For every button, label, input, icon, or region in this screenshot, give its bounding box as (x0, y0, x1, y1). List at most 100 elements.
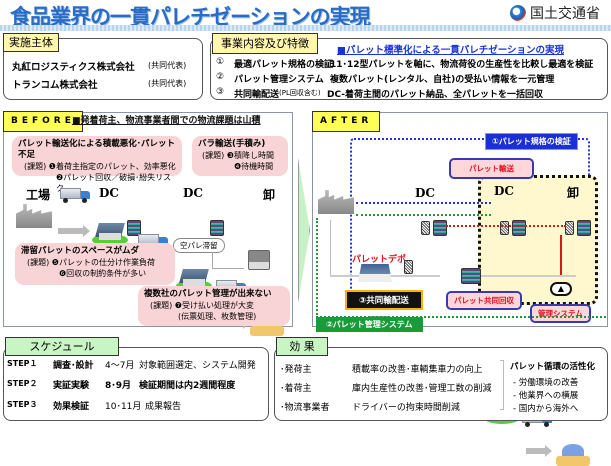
before-tag: BEFORE (3, 111, 83, 132)
wholesaler-warehouse-icon (556, 444, 590, 466)
connector-line (212, 252, 213, 268)
issue-title: 滞留パレットのスペースがムダ (21, 246, 139, 256)
flow-arrow (58, 225, 90, 237)
ministry-name: 国土交通省 (530, 6, 600, 22)
pallet-transport-tag: パレット輸送 (449, 158, 534, 179)
company-role: (共同代表) (148, 61, 187, 70)
yellow-zone (478, 175, 598, 305)
qr-scanner-icon (421, 221, 430, 235)
step-period: 10･11月 (105, 402, 142, 412)
issue-line: ❹待機時間 (234, 162, 274, 171)
effects-summary-item: - 国内から海外へ (513, 404, 579, 414)
step-period: 4～7月 (105, 361, 135, 371)
step-desc: 対象範囲選定、システム開発 (139, 361, 256, 371)
red-dotted-info-flow (446, 225, 566, 227)
business-item: ② パレット管理システム 複数パレット(レンタル、自社)の受払い情報を一元管理 (216, 72, 554, 85)
business-headline: ■パレット標準化による一貫パレチゼーションの実現 (337, 45, 565, 56)
node-label-factory: 工場 (26, 188, 51, 202)
after-tag: AFTER (312, 111, 381, 132)
qr-scanner-icon (404, 260, 413, 274)
issue-title: パレット輸送化による積載悪化･パレット不足 (18, 139, 175, 160)
step-phase: 効果検証 (53, 402, 90, 412)
issue-line: (課題) ❸積降し時間 (202, 151, 274, 160)
ministry-logo: 国土交通省 (510, 3, 600, 23)
item-name: 共同輸配送 (234, 90, 280, 100)
node-label-dc: DC (183, 186, 203, 200)
green-dotted-boundary (316, 218, 606, 318)
before-headline: ■発着荷主、物流事業者間での物流課題は山積 (72, 116, 261, 126)
schedule-panel (3, 347, 269, 421)
issue-title: バラ輸送(手積み) (198, 139, 266, 149)
qr-scanner-icon (500, 221, 509, 235)
issue-bubble: バラ輸送(手積み) (課題) ❸積降し時間 ❹待機時間 (192, 136, 288, 176)
effect-stakeholder: ･発荷主 (280, 365, 312, 375)
pallet-truck-icon (461, 268, 481, 284)
issue-line: (課題) ❺パレットの仕分け作業負荷 (27, 258, 155, 267)
step-period: 8･9月 (105, 381, 132, 391)
empty-pallet-cloud: 空パレ滞留 (173, 238, 225, 253)
flow-arrow (526, 445, 552, 457)
effect-benefit: 庫内生産性の改善･管理工数の削減 (352, 384, 492, 394)
item-desc: 複数パレット(レンタル、自社)の受払い情報を一元管理 (330, 75, 555, 85)
item-desc: DC-着荷主間のパレット納品、全パレットを一括回収 (327, 90, 544, 100)
issue-line: ❻回収の制約条件が多い (59, 269, 147, 278)
issue-bubble: 複数社のパレット管理が出来ない (課題) ❼受け払い処理が大変 (伝票処理、枚数… (138, 286, 290, 326)
pallet-stack-icon (577, 220, 591, 236)
standard-verification-tag: ①パレット規格の検証 (485, 133, 578, 150)
node-label-dc: DC (99, 186, 119, 200)
item-desc: 11･12型パレットを軸に、物流荷役の生産性を比較し最適を検証 (330, 60, 594, 70)
effects-summary-title: パレット循環の活性化 (510, 362, 596, 372)
business-item: ③ 共同輸配送 (PL回収含む) DC-着荷主間のパレット納品、全パレットを一括… (216, 87, 543, 100)
effects-panel (274, 347, 608, 421)
red-info-line (560, 235, 562, 275)
effects-bracket (500, 360, 504, 410)
pallet-depot-icon (358, 264, 392, 282)
blue-dotted-flow (356, 202, 491, 204)
gray-return-line (476, 275, 576, 277)
effect-item: ･着荷主 庫内生産性の改善･管理工数の削減 (280, 381, 492, 394)
ministry-emblem-icon (510, 5, 526, 21)
step-phase: 実証実験 (53, 381, 90, 391)
implementers-tag: 実施主体 (3, 33, 59, 52)
pallet-stack-icon (127, 220, 141, 236)
effect-item: ･発荷主 積載率の改善･車輌集車力の向上 (280, 362, 483, 375)
item-number: ② (216, 72, 225, 82)
pallet-management-system-tag: ②パレット管理システム (316, 317, 423, 332)
joint-collection-tag: パレット共同回収 (446, 291, 522, 310)
effect-benefit: 積載率の改善･車輌集車力の向上 (352, 365, 483, 375)
node-label-dc: DC (415, 186, 435, 200)
effect-benefit: ドライバーの拘束時間削減 (352, 403, 460, 413)
step-id: STEP２ (7, 379, 38, 388)
node-label-dc: DC (494, 184, 514, 198)
issue-bubble: 滞留パレットのスペースがムダ (課題) ❺パレットの仕分け作業負荷 ❻回収の制約… (15, 243, 175, 285)
step-id: STEP３ (7, 400, 38, 409)
item-number: ③ (216, 87, 225, 97)
schedule-step: STEP２ 実証実験 8･9月 検証期間は内2週間程度 (7, 378, 235, 391)
business-tag: 事業内容及び特徴 (212, 33, 318, 54)
business-panel (210, 38, 608, 100)
item-number: ① (216, 57, 225, 67)
effects-tag: 効 果 (276, 337, 328, 356)
company-role: (共同代表) (148, 79, 187, 88)
item-name-note: (PL回収含む) (279, 89, 321, 97)
step-desc: 成果報告 (145, 402, 182, 412)
title-underline (0, 25, 611, 31)
schedule-step: STEP１ 調査･設計 4～7月 対象範囲選定、システム開発 (7, 358, 256, 371)
issue-line: (伝票処理、枚数管理) (178, 312, 257, 321)
connector-line (212, 268, 244, 269)
item-name: 最適パレット規格の検証 (234, 60, 334, 70)
cloud-label: 空パレ滞留 (180, 241, 218, 250)
effect-stakeholder: ･物流事業者 (280, 403, 330, 413)
effect-item: ･物流事業者 ドライバーの拘束時間削減 (280, 400, 460, 413)
pallet-depot-label: パレットデポ (352, 255, 407, 265)
before-to-after-arrow-icon (298, 158, 310, 303)
step-desc: 検証期間は内2週間程度 (139, 381, 236, 391)
step-id: STEP１ (7, 359, 38, 368)
effects-summary-item: - 労働環境の改善 (513, 378, 579, 388)
truck-icon (60, 188, 90, 203)
issue-line: (課題) ❼受け払い処理が大変 (150, 301, 254, 310)
management-system-tag: 管理システム (530, 304, 591, 323)
schedule-step: STEP３ 効果検証 10･11月 成果報告 (7, 399, 181, 412)
cloud-upload-icon: ▲ (550, 282, 572, 296)
business-item: ① 最適パレット規格の検証 11･12型パレットを軸に、物流荷役の生産性を比較し… (216, 57, 593, 70)
